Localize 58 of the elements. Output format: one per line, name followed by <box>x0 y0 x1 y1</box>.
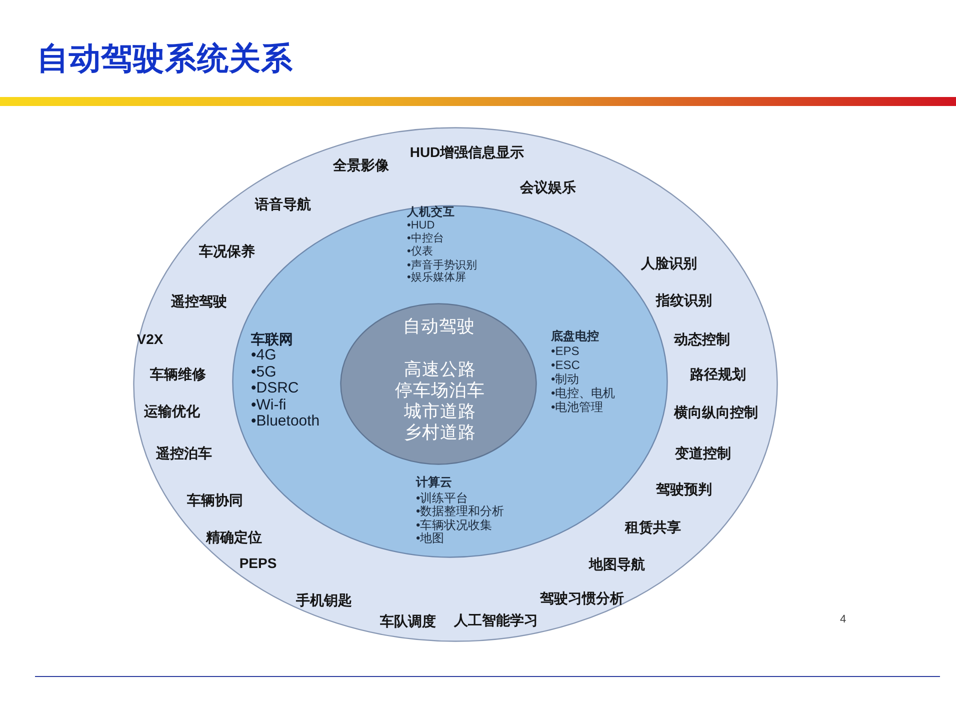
feature-label: 人工智能学习 <box>454 612 538 628</box>
feature-label: V2X <box>136 330 164 348</box>
feature-label: 遥控泊车 <box>156 444 212 462</box>
list-item: •电池管理 <box>551 401 604 415</box>
list-item: •车辆状况收集 <box>416 519 492 532</box>
feature-label: 运输优化 <box>144 402 200 420</box>
feature-label: 路径规划 <box>690 366 746 382</box>
feature-label: 语音导航 <box>255 196 311 212</box>
feature-label: PEPS <box>239 554 277 572</box>
feature-label: 驾驶习惯分析 <box>540 590 624 606</box>
list-item: •4G <box>251 346 276 364</box>
feature-label: 横向纵向控制 <box>674 404 758 420</box>
feature-label: 遥控驾驶 <box>171 292 227 310</box>
feature-label: 动态控制 <box>674 330 730 348</box>
feature-label: 手机钥匙 <box>296 592 352 608</box>
list-item: •HUD <box>407 220 435 232</box>
list-item: •5G <box>251 363 276 381</box>
feature-label: 车辆协同 <box>187 492 243 508</box>
list-item: •娱乐媒体屏 <box>407 272 466 284</box>
list-item: •电控、电机 <box>551 387 616 401</box>
list-item: •数据整理和分析 <box>416 505 504 519</box>
category-heading: 人机交互 <box>407 206 455 220</box>
list-item: •地图 <box>416 532 444 546</box>
feature-label: 车况保养 <box>199 242 255 260</box>
list-item: •Bluetooth <box>251 412 320 430</box>
scenario-label: 城市道路 <box>404 400 476 422</box>
category-heading: 计算云 <box>416 476 452 490</box>
list-item: •训练平台 <box>416 492 468 506</box>
page-title: 自动驾驶系统关系 <box>37 40 293 76</box>
category-heading: 底盘电控 <box>551 330 599 344</box>
outer-ellipse <box>133 127 778 642</box>
feature-label: 变道控制 <box>675 444 731 462</box>
list-item: •中控台 <box>407 232 444 246</box>
feature-label: HUD增强信息显示 <box>410 144 524 160</box>
feature-label: 会议娱乐 <box>520 178 576 196</box>
list-item: •Wi-fi <box>251 396 286 414</box>
feature-label: 车队调度 <box>380 612 436 630</box>
feature-label: 地图导航 <box>589 556 645 572</box>
feature-label: 指纹识别 <box>656 292 712 308</box>
feature-label: 人脸识别 <box>641 254 697 272</box>
feature-label: 全景影像 <box>333 156 389 174</box>
core-title: 自动驾驶 <box>403 316 475 336</box>
page-number: 4 <box>840 614 846 626</box>
list-item: •仪表 <box>407 246 433 258</box>
scenario-label: 乡村道路 <box>404 422 476 442</box>
scenario-label: 停车场泊车 <box>395 380 485 400</box>
feature-label: 车辆维修 <box>150 366 206 382</box>
list-item: •声音手势识别 <box>407 260 477 272</box>
list-item: •ESC <box>551 359 580 373</box>
feature-label: 精确定位 <box>206 528 262 546</box>
list-item: •EPS <box>551 345 580 359</box>
inner-ellipse <box>340 303 537 465</box>
scenario-label: 高速公路 <box>404 358 476 380</box>
category-heading: 车联网 <box>251 330 293 348</box>
feature-label: 租赁共享 <box>625 518 681 536</box>
list-item: •DSRC <box>251 379 299 397</box>
feature-label: 驾驶预判 <box>656 480 712 498</box>
list-item: •制动 <box>551 373 580 387</box>
